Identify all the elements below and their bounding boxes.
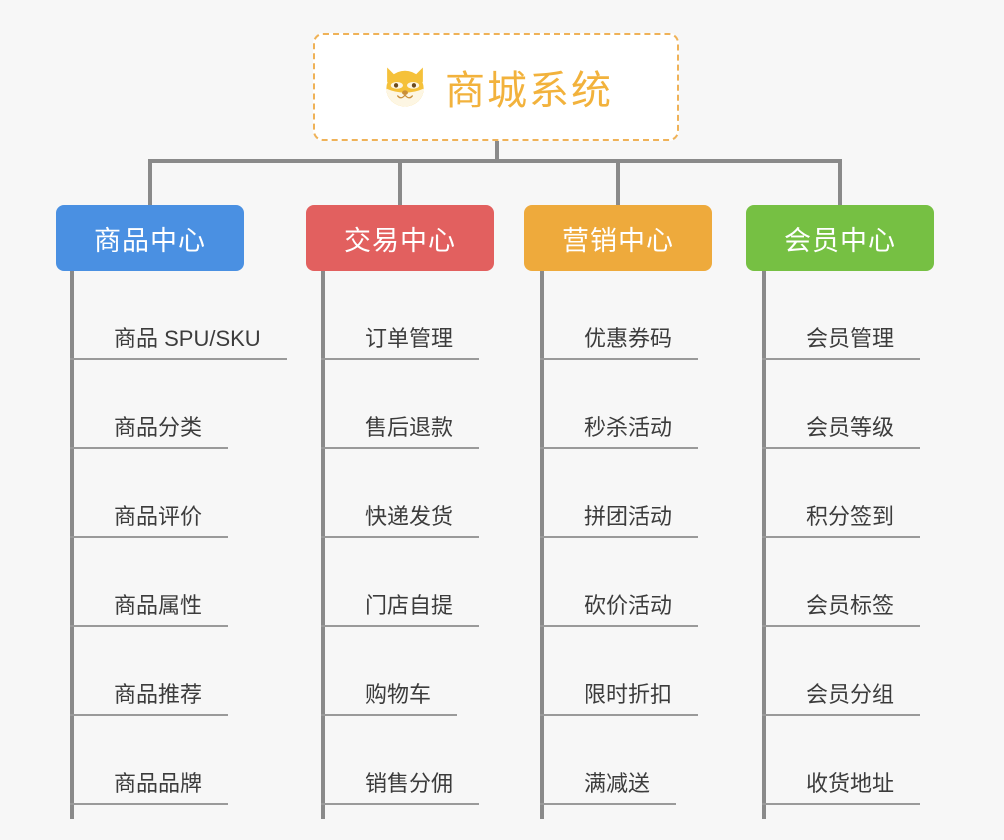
item-label: 优惠券码 [540,325,699,360]
list-item[interactable]: 商品属性 [70,538,287,627]
root-node-shop-system[interactable]: 商城系统 [313,33,679,141]
item-label: 积分签到 [762,503,921,538]
connector-drop-4 [838,159,842,207]
list-item[interactable]: 商品分类 [70,360,287,449]
item-label: 商品属性 [70,592,229,627]
connector-drop-2 [398,159,402,207]
list-item[interactable]: 会员标签 [762,538,921,627]
list-item[interactable]: 秒杀活动 [540,360,699,449]
category-box-0[interactable]: 商品中心 [56,205,244,271]
connector-root-stem [495,141,499,163]
item-label: 订单管理 [321,325,480,360]
item-column-0: 商品 SPU/SKU 商品分类 商品评价 商品属性 商品推荐 商品品牌 [70,271,287,819]
list-item[interactable]: 商品推荐 [70,627,287,716]
list-item[interactable]: 收货地址 [762,716,921,805]
list-item[interactable]: 会员管理 [762,271,921,360]
list-item[interactable]: 优惠券码 [540,271,699,360]
item-column-3: 会员管理 会员等级 积分签到 会员标签 会员分组 收货地址 [762,271,921,819]
connector-drop-3 [616,159,620,207]
item-label: 商品品牌 [70,770,229,805]
item-column-2: 优惠券码 秒杀活动 拼团活动 砍价活动 限时折扣 满减送 [540,271,699,819]
category-box-1[interactable]: 交易中心 [306,205,494,271]
category-box-3[interactable]: 会员中心 [746,205,934,271]
item-label: 会员标签 [762,592,921,627]
list-item[interactable]: 拼团活动 [540,449,699,538]
item-label: 拼团活动 [540,503,699,538]
item-label: 收货地址 [762,770,921,805]
column-spine-3 [762,271,766,819]
item-label: 购物车 [321,681,458,716]
item-column-1: 订单管理 售后退款 快递发货 门店自提 购物车 销售分佣 [321,271,480,819]
category-label-2: 营销中心 [562,225,674,256]
column-spine-0 [70,271,74,819]
item-label: 门店自提 [321,592,480,627]
category-label-3: 会员中心 [784,225,896,256]
list-item[interactable]: 限时折扣 [540,627,699,716]
item-label: 满减送 [540,770,677,805]
list-item[interactable]: 满减送 [540,716,698,805]
list-item[interactable]: 商品品牌 [70,716,287,805]
connector-drop-1 [148,159,152,207]
connector-horizontal-bus [148,159,842,163]
item-label: 商品分类 [70,414,229,449]
item-label: 商品 SPU/SKU [70,325,287,360]
list-item[interactable]: 快递发货 [321,449,480,538]
list-item[interactable]: 积分签到 [762,449,921,538]
item-label: 快递发货 [321,503,480,538]
item-label: 会员等级 [762,414,921,449]
item-label: 销售分佣 [321,770,480,805]
list-item[interactable]: 售后退款 [321,360,480,449]
list-item[interactable]: 订单管理 [321,271,480,360]
item-label: 砍价活动 [540,592,699,627]
item-label: 限时折扣 [540,681,699,716]
category-label-1: 交易中心 [344,225,456,256]
list-item[interactable]: 商品评价 [70,449,287,538]
list-item[interactable]: 销售分佣 [321,716,480,805]
item-label: 秒杀活动 [540,414,699,449]
category-box-2[interactable]: 营销中心 [524,205,712,271]
item-label: 会员分组 [762,681,921,716]
list-item[interactable]: 砍价活动 [540,538,699,627]
list-item[interactable]: 商品 SPU/SKU [70,271,287,360]
column-spine-1 [321,271,325,819]
list-item[interactable]: 会员分组 [762,627,921,716]
item-label: 售后退款 [321,414,480,449]
shiba-dog-face-icon [379,61,431,113]
root-title: 商城系统 [445,69,613,113]
item-label: 商品推荐 [70,681,229,716]
column-spine-2 [540,271,544,819]
list-item[interactable]: 门店自提 [321,538,480,627]
item-label: 会员管理 [762,325,921,360]
item-label: 商品评价 [70,503,229,538]
list-item[interactable]: 会员等级 [762,360,921,449]
list-item[interactable]: 购物车 [321,627,479,716]
category-label-0: 商品中心 [94,225,206,256]
